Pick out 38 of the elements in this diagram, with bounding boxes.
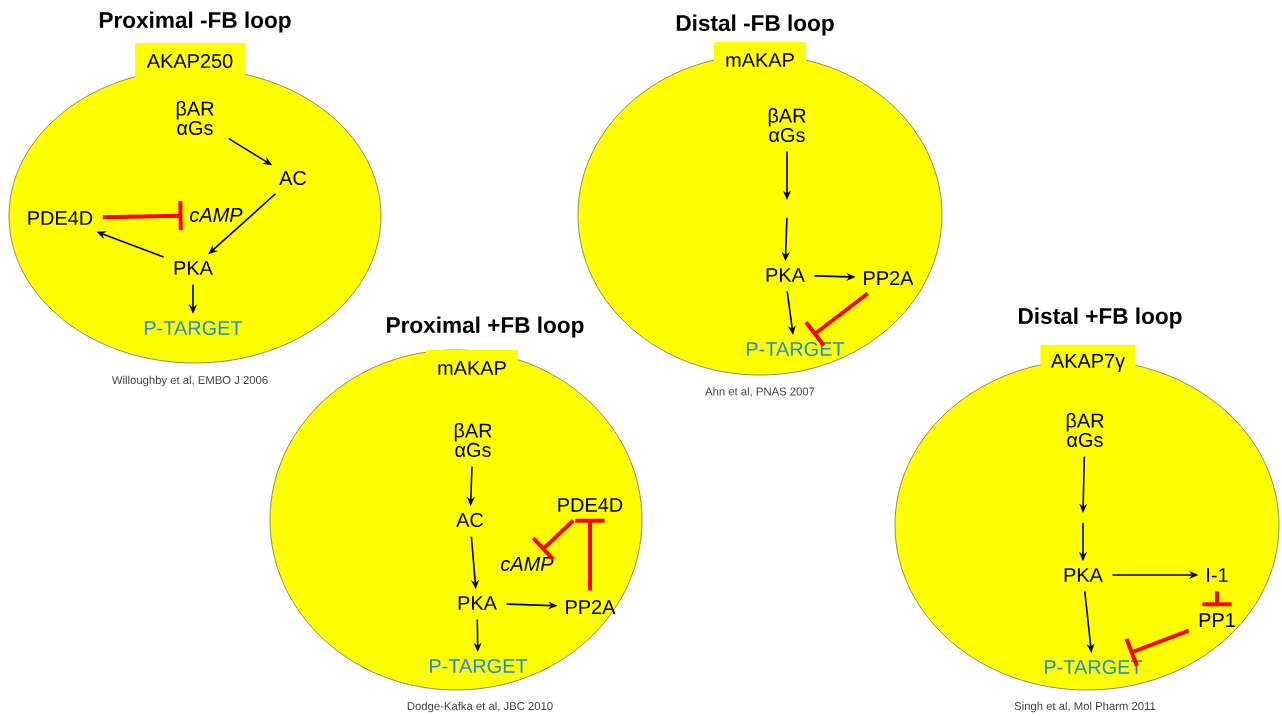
node-label: PKA xyxy=(1064,568,1103,582)
node-label: P-TARGET xyxy=(145,320,243,336)
inhibition-line xyxy=(804,291,869,347)
panel-title: Distal -FB loop xyxy=(676,14,834,36)
inhibition-line xyxy=(102,201,183,231)
panel-title: Proximal -FB loop xyxy=(99,11,291,33)
node-label: PP1 xyxy=(1199,613,1235,627)
node-label: AC xyxy=(456,512,484,528)
label-tab: AKAP250 xyxy=(135,43,245,79)
citation: Dodge-Kafka et al, JBC 2010 xyxy=(407,701,553,713)
panel-title: Distal +FB loop xyxy=(1019,307,1182,329)
node-label: βAR αGs xyxy=(176,101,214,135)
node-label: P-TARGET xyxy=(1045,659,1143,675)
node-label: PDE4D xyxy=(558,498,623,512)
node-label: βAR αGs xyxy=(454,422,492,457)
label-tab: AKAP7γ xyxy=(1040,345,1136,381)
node-label: AC xyxy=(279,170,307,186)
label-tab: mAKAP xyxy=(714,42,806,78)
panel-title: Proximal +FB loop xyxy=(387,316,584,338)
node-label: βAR αGs xyxy=(768,108,806,143)
inhibition-line xyxy=(1202,591,1232,607)
node-label: PKA xyxy=(458,596,497,610)
node-label: PP2A xyxy=(864,271,914,285)
node-label: cAMP xyxy=(190,208,243,222)
node-label: PDE4D xyxy=(28,211,93,225)
node-label: P-TARGET xyxy=(747,341,845,357)
node-label: I-1 xyxy=(1207,568,1228,582)
node-label: P-TARGET xyxy=(430,658,528,674)
citation: Willoughby et al, EMBO J 2006 xyxy=(111,375,268,387)
node-label: βAR αGs xyxy=(1066,413,1104,447)
node-label: PKA xyxy=(766,268,805,282)
citation: Singh et al, Mol Pharm 2011 xyxy=(1014,701,1156,713)
label-tab: mAKAP xyxy=(426,350,518,386)
node-label: PP2A xyxy=(566,600,616,614)
inhibition-line xyxy=(575,518,605,591)
node-label: PKA xyxy=(174,261,213,275)
citation: Ahn et al, PNAS 2007 xyxy=(705,387,815,397)
node-label: cAMP xyxy=(501,557,554,571)
